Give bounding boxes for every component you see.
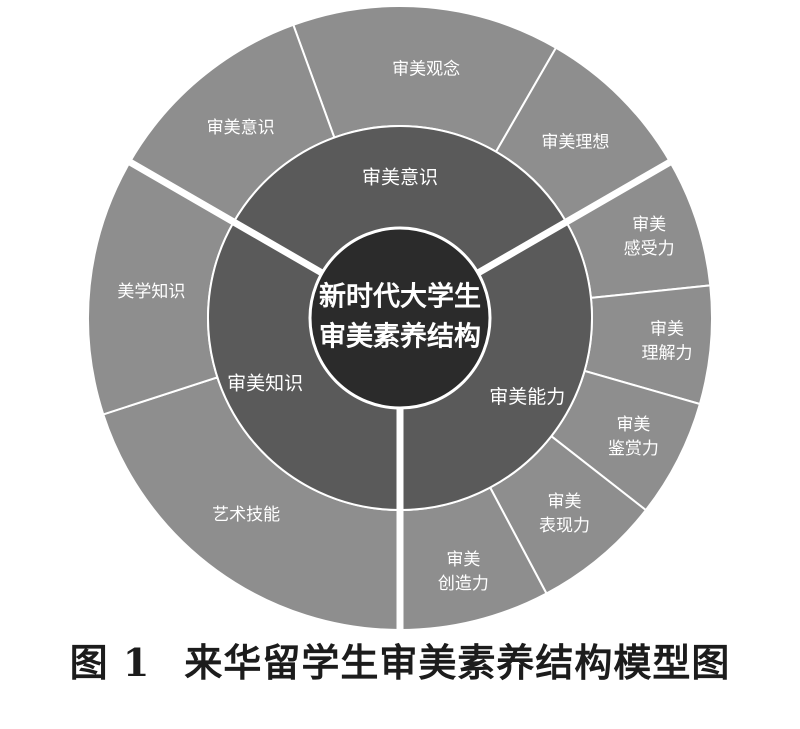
outer-label-feeling-line-1: 审美 (632, 215, 666, 235)
inner-label-ability: 审美能力 (489, 386, 565, 408)
outer-label-appreciation-line-1: 审美 (616, 415, 650, 435)
outer-label-expression-line-1: 审美 (548, 492, 582, 512)
outer-label-creation-line-2: 创造力 (438, 574, 489, 594)
outer-label-concept-line-1: 审美观念 (392, 58, 460, 79)
outer-label-understanding-line-1: 审美 (650, 319, 684, 339)
main-divider-line (476, 157, 674, 277)
outer-label-art-skill-line-1: 艺术技能 (212, 505, 280, 525)
main-divider-line (126, 157, 324, 277)
outer-label-expression-line-2: 表现力 (539, 516, 590, 536)
outer-label-understanding-line-2: 理解力 (641, 343, 692, 363)
figure-title: 来华留学生审美素养结构模型图 (184, 640, 731, 685)
outer-label-aesthetics-knowledge-line-1: 美学知识 (117, 282, 185, 302)
figure-caption: 图 1 来华留学生审美素养结构模型图 (0, 632, 800, 687)
outer-label-creation-line-1: 审美 (446, 550, 480, 570)
aesthetic-literacy-structure-diagram: 新时代大学生审美素养结构审美意识审美能力审美知识审美观念审美理想审美感受力审美理… (87, 5, 713, 630)
outer-label-appreciation-line-2: 鉴赏力 (608, 439, 659, 459)
inner-ring (126, 125, 674, 630)
center-circle (308, 226, 492, 410)
inner-label-awareness: 审美意识 (362, 167, 438, 189)
center-title-line-2: 审美素养结构 (319, 321, 481, 353)
outer-label-ideal-line-1: 审美理想 (541, 133, 609, 153)
outer-label-consciousness-line-1: 审美意识 (207, 118, 275, 138)
center-title-line-1: 新时代大学生 (319, 281, 481, 313)
outer-label-feeling-line-2: 感受力 (624, 239, 675, 259)
center-disc (308, 226, 492, 410)
labels: 新时代大学生审美素养结构审美意识审美能力审美知识审美观念审美理想审美感受力审美理… (117, 58, 692, 594)
inner-label-knowledge: 审美知识 (227, 372, 303, 394)
figure-number: 图 1 (69, 640, 151, 685)
